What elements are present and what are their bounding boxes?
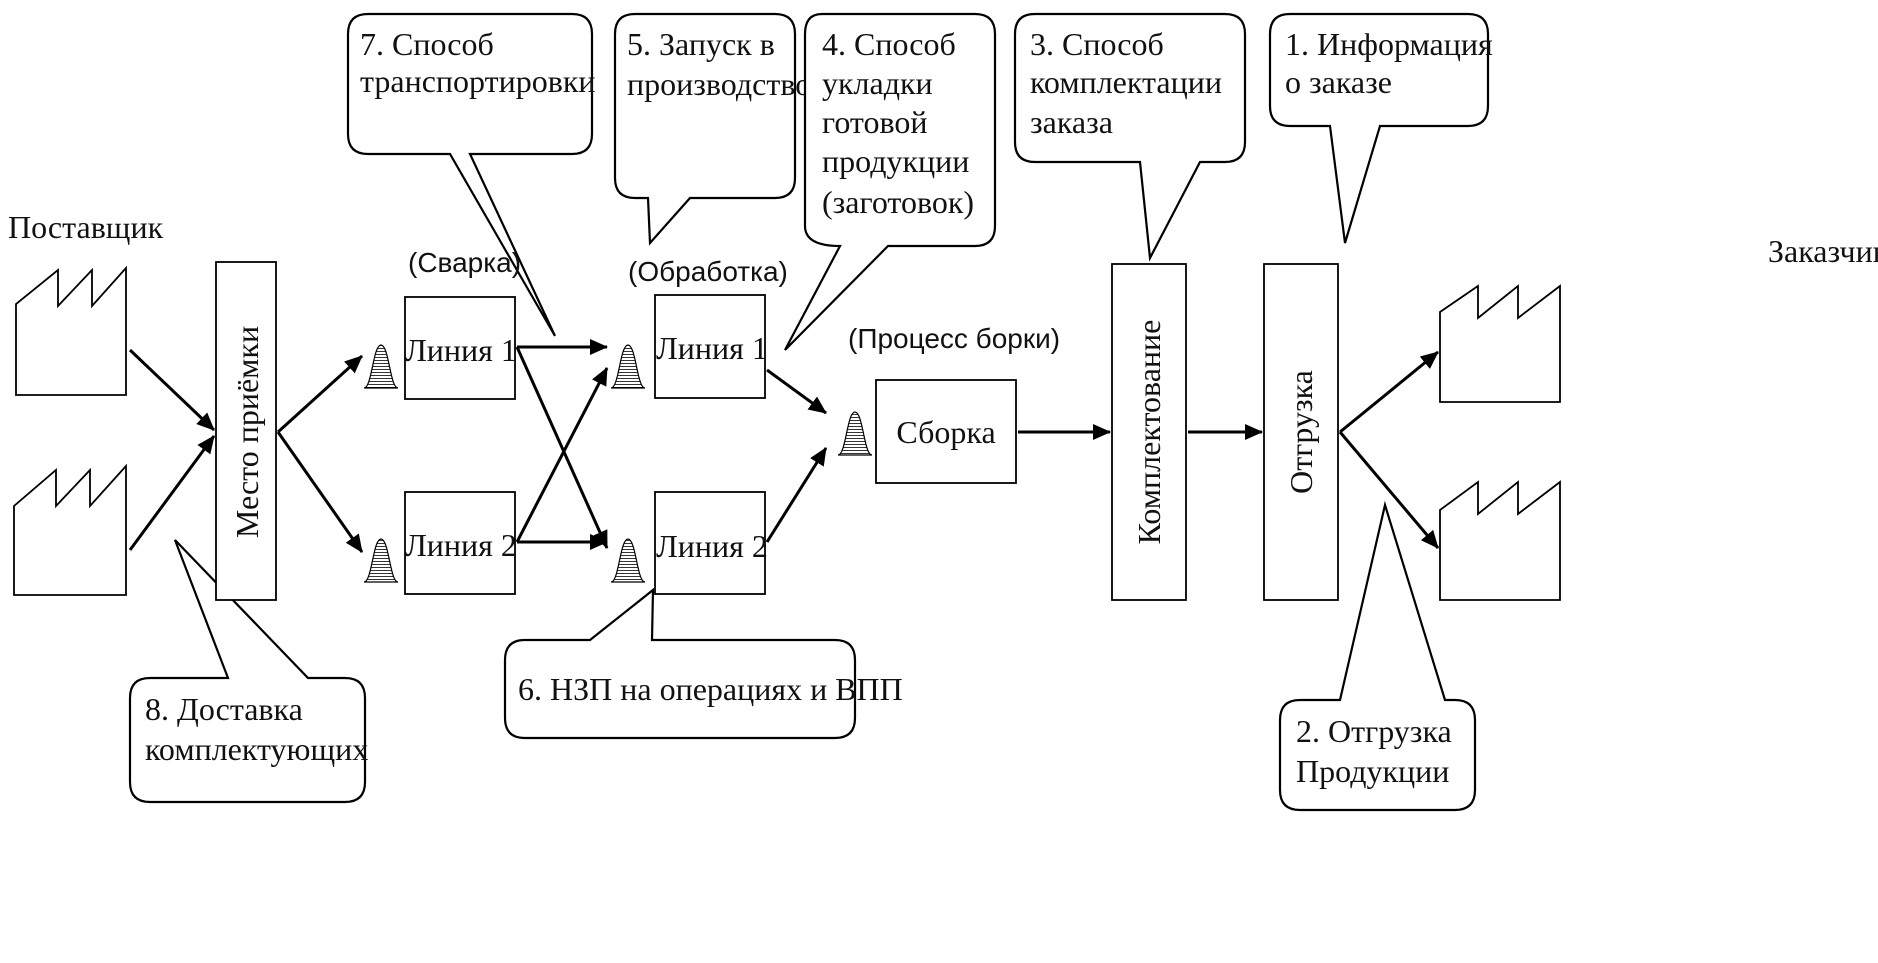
svg-text:Линия 1: Линия 1 xyxy=(405,332,517,368)
proc-line-1: Линия 1 xyxy=(654,294,768,399)
assembly-box: Сборка xyxy=(875,379,1017,484)
callout-3: 3. Способ комплектации заказа xyxy=(1013,12,1247,262)
supplier-label: Поставщик xyxy=(8,209,164,245)
receiving-box: Место приёмки xyxy=(215,261,277,601)
callout-7-text: 7. Способ транспортировки xyxy=(360,26,596,99)
callout-5: 5. Запуск в производство xyxy=(613,12,811,246)
svg-text:Линия 1: Линия 1 xyxy=(656,330,768,366)
customer-factory-top xyxy=(1439,284,1561,403)
callout-8-text: 8. Доставка комплектующих xyxy=(145,691,368,767)
svg-text:Линия 2: Линия 2 xyxy=(405,527,517,563)
callout-5-text: 5. Запуск в производство xyxy=(627,26,811,102)
wip-icon-proc-1 xyxy=(610,344,646,389)
callout-8: 8. Доставка комплектующих xyxy=(128,539,368,804)
picking-box: Комплектование xyxy=(1111,263,1187,601)
proc-line-2: Линия 2 xyxy=(654,491,768,595)
callout-1: 1. Информация о заказе xyxy=(1268,12,1501,244)
callout-1-text: 1. Информация о заказе xyxy=(1285,26,1501,100)
shipping-box: Отгрузка xyxy=(1263,263,1339,601)
callout-2: 2. Отгрузка Продукции xyxy=(1278,500,1477,812)
wip-icon-weld-1 xyxy=(363,344,399,389)
callout-7: 7. Способ транспортировки xyxy=(346,12,596,337)
weld-line-2: Линия 2 xyxy=(404,491,517,595)
supplier-factory-top xyxy=(15,265,127,396)
callout-6-text: 6. НЗП на операциях и ВПП xyxy=(518,671,903,707)
wip-icon-weld-2 xyxy=(363,538,399,583)
svg-text:Сборка: Сборка xyxy=(896,414,995,450)
weld-line-1: Линия 1 xyxy=(404,296,517,400)
flow-arrows xyxy=(128,339,1440,553)
callout-2-text: 2. Отгрузка Продукции xyxy=(1296,713,1460,789)
customer-factory-bottom xyxy=(1439,480,1561,601)
picking-label: Комплектование xyxy=(1131,320,1167,545)
processing-header: (Обработка) xyxy=(628,256,788,287)
callout-4: 4. Способ укладки готовой продукции (заг… xyxy=(784,12,997,351)
callout-4-text: 4. Способ укладки готовой продукции (заг… xyxy=(822,26,977,220)
assembly-header: (Процесс борки) xyxy=(848,323,1060,354)
svg-text:Линия 2: Линия 2 xyxy=(656,528,768,564)
wip-icon-assembly xyxy=(837,411,873,456)
callout-3-text: 3. Способ комплектации заказа xyxy=(1030,26,1230,140)
customer-label: Заказчик xyxy=(1768,233,1878,269)
shipping-label: Отгрузка xyxy=(1283,370,1319,494)
receiving-label: Место приёмки xyxy=(229,326,265,538)
supplier-factory-bottom xyxy=(13,463,127,596)
wip-icon-proc-2 xyxy=(610,538,646,583)
callout-6: 6. НЗП на операциях и ВПП xyxy=(503,587,903,740)
welding-header: (Сварка) xyxy=(408,247,521,278)
